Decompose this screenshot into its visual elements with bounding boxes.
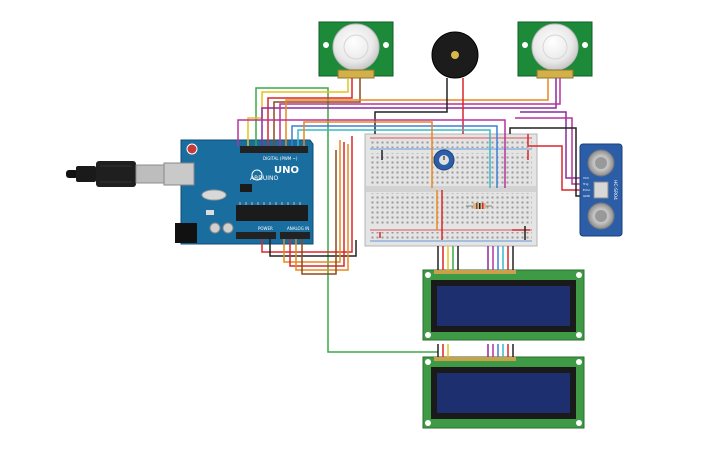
pir-sensor-right[interactable] [517,21,593,79]
wire-red-power [261,136,353,253]
ultrasonic-pin-gnd: GND [583,194,591,198]
wire-red-a1 [289,142,345,267]
board-model: UNO [274,165,299,176]
digital-header-label: DIGITAL (PWM ~) [263,156,298,161]
piezo-buzzer[interactable] [431,31,479,88]
wire-orange-a0 [283,140,341,263]
wire-magenta-bb [237,119,506,188]
power-header-label: POWER [258,226,273,231]
ultrasonic-pin-trig: Trig [582,182,588,186]
potentiometer[interactable] [433,149,455,171]
wire-red-pir [267,78,353,146]
board-brand: ARDUINO [250,175,279,182]
breadboard[interactable] [364,133,538,247]
pir-sensor-left[interactable] [318,21,394,79]
wires [237,78,580,357]
usb-cable [66,161,165,187]
analog-header-label: ANALOG IN [287,226,309,231]
wire-green-long [255,87,438,353]
wire-black-sonar [509,127,580,197]
wire-blue-bb [291,125,498,188]
wire-black-buzzer [374,88,448,134]
resistor[interactable] [466,203,492,209]
lcd-display-top[interactable] [422,269,585,341]
wire-magenta-top [279,78,561,146]
lcd-display-bottom[interactable] [422,356,585,429]
wire-purple-top [261,78,557,146]
ultrasonic-sensor[interactable]: HC-SR04 VCC Trig Echo GND [579,143,623,237]
wire-orange-bb [303,121,433,188]
wire-black-gnd [269,239,357,257]
arduino-board[interactable]: ARDUINO UNO DIGITAL (PWM ~) POWER ANALOG… [163,139,314,245]
wire-brown-a3 [301,150,337,275]
ultrasonic-pin-vcc: VCC [583,176,589,180]
ultrasonic-pin-echo: Echo [583,188,590,192]
wire-orange-top [285,78,549,146]
wire-brown-pir [273,78,361,146]
ultrasonic-model-label: HC-SR04 [612,180,618,200]
wire-cyan-bb [297,129,491,188]
wire-purple-sonar [520,111,580,179]
wire-yellow-pir [247,78,349,146]
wire-orange-a2 [295,144,349,271]
wire-red-sonar [527,134,580,191]
